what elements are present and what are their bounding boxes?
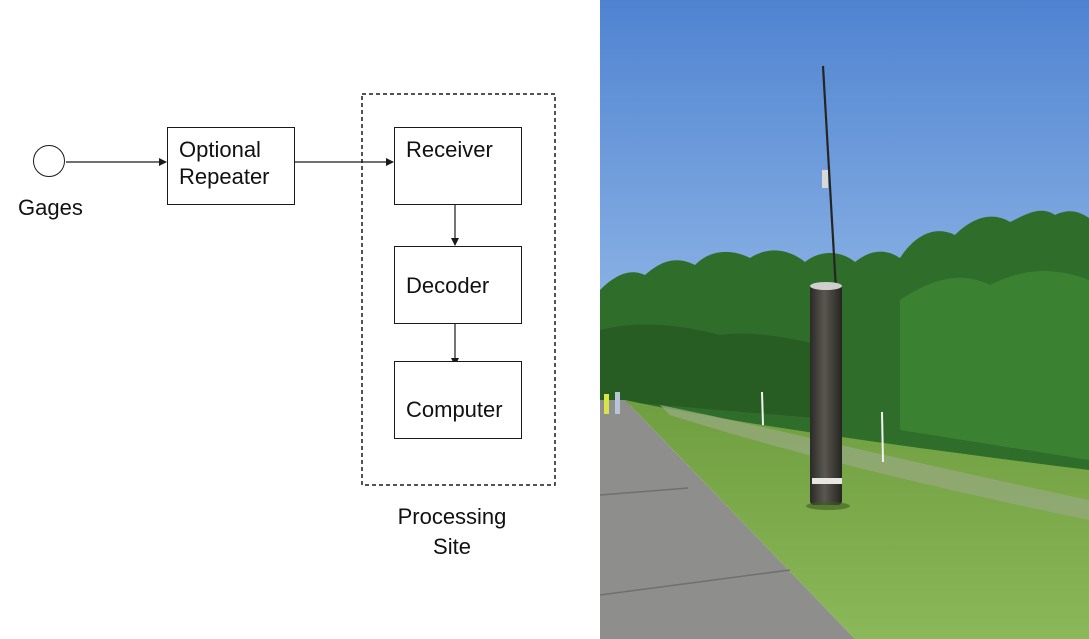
- receiver-box: Receiver: [394, 127, 522, 205]
- processing-site-line1: Processing: [397, 504, 507, 529]
- grass-embankment: [625, 400, 1089, 639]
- path-crack-1: [600, 487, 689, 496]
- optional-repeater-label: Optional Repeater: [179, 136, 291, 190]
- computer-box: Computer: [394, 361, 522, 439]
- decoder-box: Decoder: [394, 246, 522, 324]
- optional-repeater-box: Optional Repeater: [167, 127, 295, 205]
- marker-post-2: [881, 411, 884, 463]
- antenna-mast: [821, 65, 838, 291]
- processing-site-line2: Site: [433, 534, 471, 559]
- rain-gage-pole: [810, 285, 842, 505]
- tree-highlights: [900, 270, 1089, 460]
- walker-person-2: [615, 392, 620, 414]
- repeater-label-line2: Repeater: [179, 164, 270, 189]
- rain-gage-base-band: [812, 478, 842, 484]
- gage-node-icon: [33, 145, 65, 177]
- grass-slope: [660, 405, 1089, 520]
- marker-post-1: [761, 391, 764, 426]
- system-diagram: Gages Optional Repeater Receiver Decoder…: [18, 93, 556, 562]
- paved-path: [600, 400, 855, 639]
- walker-person-1: [604, 394, 609, 414]
- connector-layer: [66, 93, 556, 486]
- receiver-label: Receiver: [406, 137, 493, 162]
- rain-gage-shadow: [806, 502, 850, 510]
- decoder-label: Decoder: [406, 273, 490, 298]
- field-photo: [600, 0, 1089, 639]
- field-photo-illustration: [600, 0, 1089, 639]
- tree-shadow: [600, 324, 840, 420]
- processing-site-label: Processing Site: [362, 502, 542, 562]
- rain-gage-cap: [810, 282, 842, 290]
- processing-site-boundary: [361, 93, 556, 486]
- repeater-label-line1: Optional: [179, 137, 261, 162]
- antenna-module: [822, 170, 828, 188]
- path-crack-2: [600, 569, 791, 596]
- computer-label: Computer: [406, 397, 503, 422]
- gages-label: Gages: [18, 195, 83, 220]
